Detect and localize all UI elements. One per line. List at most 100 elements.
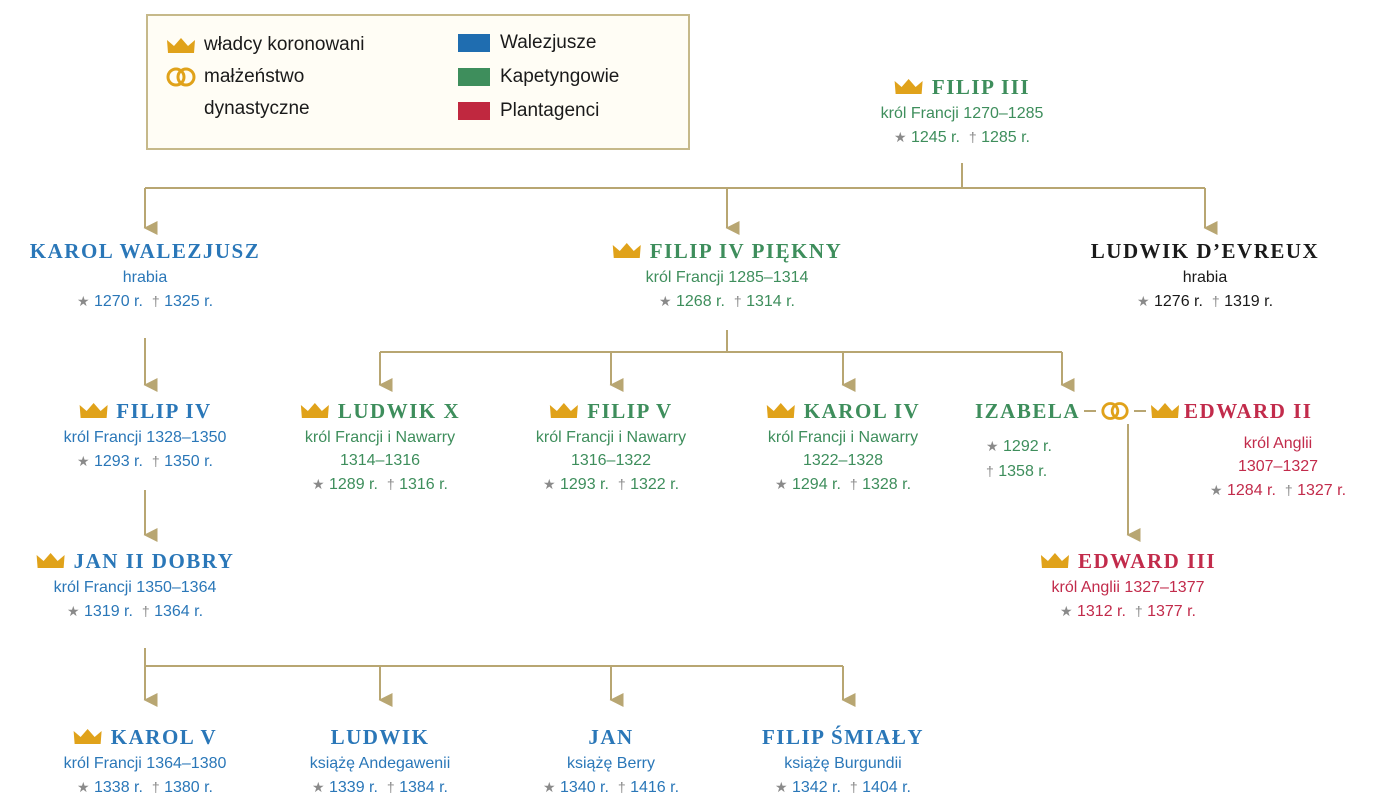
- person-jan-ii-dobry: JAN II DOBRY król Francji 1350–1364 ★ 13…: [36, 546, 235, 624]
- person-died: 1364 r.: [154, 603, 204, 620]
- person-title: król Francji 1364–1380: [63, 755, 227, 772]
- star-icon: ★: [1209, 482, 1223, 498]
- person-born: 1268 r.: [675, 293, 725, 310]
- marriage-connector: [1084, 410, 1097, 412]
- star-icon: ★: [893, 129, 907, 145]
- cross-icon: †: [733, 293, 742, 309]
- star-icon: ★: [986, 438, 999, 454]
- person-born: 1245 r.: [910, 129, 960, 146]
- person-title: król Anglii: [1243, 435, 1313, 452]
- person-name: FILIP ŚMIAŁY: [761, 724, 925, 749]
- person-filip-v: FILIP V król Francji i Nawarry 1316–1322…: [536, 396, 686, 497]
- person-died: 1325 r.: [164, 293, 214, 310]
- person-born: 1284 r.: [1227, 482, 1276, 499]
- crown-icon: [167, 38, 195, 53]
- person-died: 1384 r.: [399, 779, 449, 796]
- person-born: 1342 r.: [791, 779, 841, 796]
- legend-walezjusze-label: Walezjusze: [500, 32, 597, 53]
- cross-icon: †: [1211, 293, 1220, 309]
- person-jan: JAN książę Berry ★ 1340 r. † 1416 r.: [543, 722, 679, 800]
- cross-icon: †: [617, 779, 626, 795]
- person-title: król Francji 1328–1350: [63, 429, 227, 446]
- person-name: FILIP V: [587, 398, 673, 423]
- person-name: FILIP III: [931, 74, 1031, 99]
- wedding-rings-icon: [1101, 402, 1129, 420]
- person-title: hrabia: [122, 269, 168, 286]
- crown-icon: [612, 243, 641, 258]
- legend: władcy koronowani małżeństwo dynastyczne…: [146, 14, 690, 150]
- marriage-izabela-edward-ii: IZABELA EDWARD II: [975, 396, 1312, 426]
- person-name-izabela: IZABELA: [975, 398, 1081, 423]
- person-title: hrabia: [1182, 269, 1228, 286]
- person-filip-iv-piekny: FILIP IV PIĘKNY król Francji 1285–1314 ★…: [612, 236, 842, 314]
- person-karol-v: KAROL V król Francji 1364–1380 ★ 1338 r.…: [64, 722, 227, 800]
- person-died: 1319 r.: [1224, 293, 1274, 310]
- person-reign-years: 1314–1316: [339, 452, 421, 469]
- person-edward-ii: król Anglii 1307–1327 ★ 1284 r. † 1327 r…: [1210, 432, 1346, 503]
- person-title: książę Berry: [566, 755, 656, 772]
- person-died: 1285 r.: [981, 129, 1031, 146]
- person-name: JAN II DOBRY: [73, 548, 235, 573]
- legend-marriage-label-1: małżeństwo: [204, 66, 305, 87]
- cross-icon: †: [849, 476, 858, 492]
- person-name: LUDWIK: [330, 724, 430, 749]
- person-died: 1350 r.: [164, 453, 214, 470]
- person-born: 1338 r.: [93, 779, 143, 796]
- person-name: LUDWIK D’EVREUX: [1090, 238, 1320, 263]
- star-icon: ★: [658, 293, 672, 309]
- legend-crowned-label: władcy koronowani: [204, 34, 365, 55]
- person-born: 1339 r.: [328, 779, 378, 796]
- crown-icon: [766, 403, 795, 418]
- crown-icon: [300, 403, 329, 418]
- crown-icon: [1151, 403, 1180, 418]
- crown-icon: [894, 79, 923, 94]
- person-died: 1314 r.: [746, 293, 796, 310]
- legend-swatch-walezjusze: [458, 34, 490, 52]
- person-title: król Francji i Nawarry: [535, 429, 687, 446]
- crown-icon: [73, 729, 102, 744]
- crown-icon: [1040, 553, 1069, 568]
- star-icon: ★: [76, 453, 90, 469]
- person-name: JAN: [588, 724, 634, 749]
- cross-icon: †: [849, 779, 858, 795]
- person-died: 1327 r.: [1297, 482, 1347, 499]
- cross-icon: †: [1134, 603, 1143, 619]
- person-title: król Francji 1285–1314: [645, 269, 809, 286]
- person-name: KAROL WALEZJUSZ: [29, 238, 261, 263]
- person-ludwik-x: LUDWIK X król Francji i Nawarry 1314–131…: [300, 396, 460, 497]
- cross-icon: †: [386, 476, 395, 492]
- crown-icon: [550, 403, 579, 418]
- person-name: FILIP IV PIĘKNY: [649, 238, 843, 263]
- legend-marriage-label-2: dynastyczne: [204, 98, 310, 119]
- star-icon: ★: [66, 603, 80, 619]
- star-icon: ★: [76, 293, 90, 309]
- cross-icon: †: [141, 603, 150, 619]
- person-title: król Francji i Nawarry: [304, 429, 456, 446]
- person-ludwik-devreux: LUDWIK D’EVREUX hrabia ★ 1276 r. † 1319 …: [1091, 236, 1319, 314]
- star-icon: ★: [311, 779, 325, 795]
- cross-icon: †: [151, 453, 160, 469]
- person-title: król Francji i Nawarry: [767, 429, 919, 446]
- person-title: król Francji 1350–1364: [53, 579, 217, 596]
- crown-icon: [79, 403, 108, 418]
- star-icon: ★: [311, 476, 325, 492]
- person-born: 1289 r.: [328, 476, 378, 493]
- person-born: 1292 r.: [1003, 438, 1052, 455]
- cross-icon: †: [986, 463, 994, 479]
- person-born: 1270 r.: [94, 293, 143, 310]
- person-name: KAROL IV: [803, 398, 921, 423]
- person-born: 1293 r.: [560, 476, 609, 493]
- star-icon: ★: [542, 779, 556, 795]
- person-title: książę Andegawenii: [309, 755, 451, 772]
- legend-swatch-plantagenci: [458, 102, 490, 120]
- star-icon: ★: [774, 476, 788, 492]
- cross-icon: †: [151, 779, 160, 795]
- person-filip-iii: FILIP III król Francji 1270–1285 ★ 1245 …: [881, 72, 1044, 150]
- wedding-rings-icon: [166, 67, 196, 87]
- person-karol-walezjusz: KAROL WALEZJUSZ hrabia ★ 1270 r. † 1325 …: [30, 236, 260, 314]
- person-izabela-dates: ★ 1292 r. † 1358 r.: [986, 434, 1052, 484]
- star-icon: ★: [1136, 293, 1150, 309]
- person-filip-iv: FILIP IV król Francji 1328–1350 ★ 1293 r…: [64, 396, 227, 474]
- person-died: 1404 r.: [862, 779, 912, 796]
